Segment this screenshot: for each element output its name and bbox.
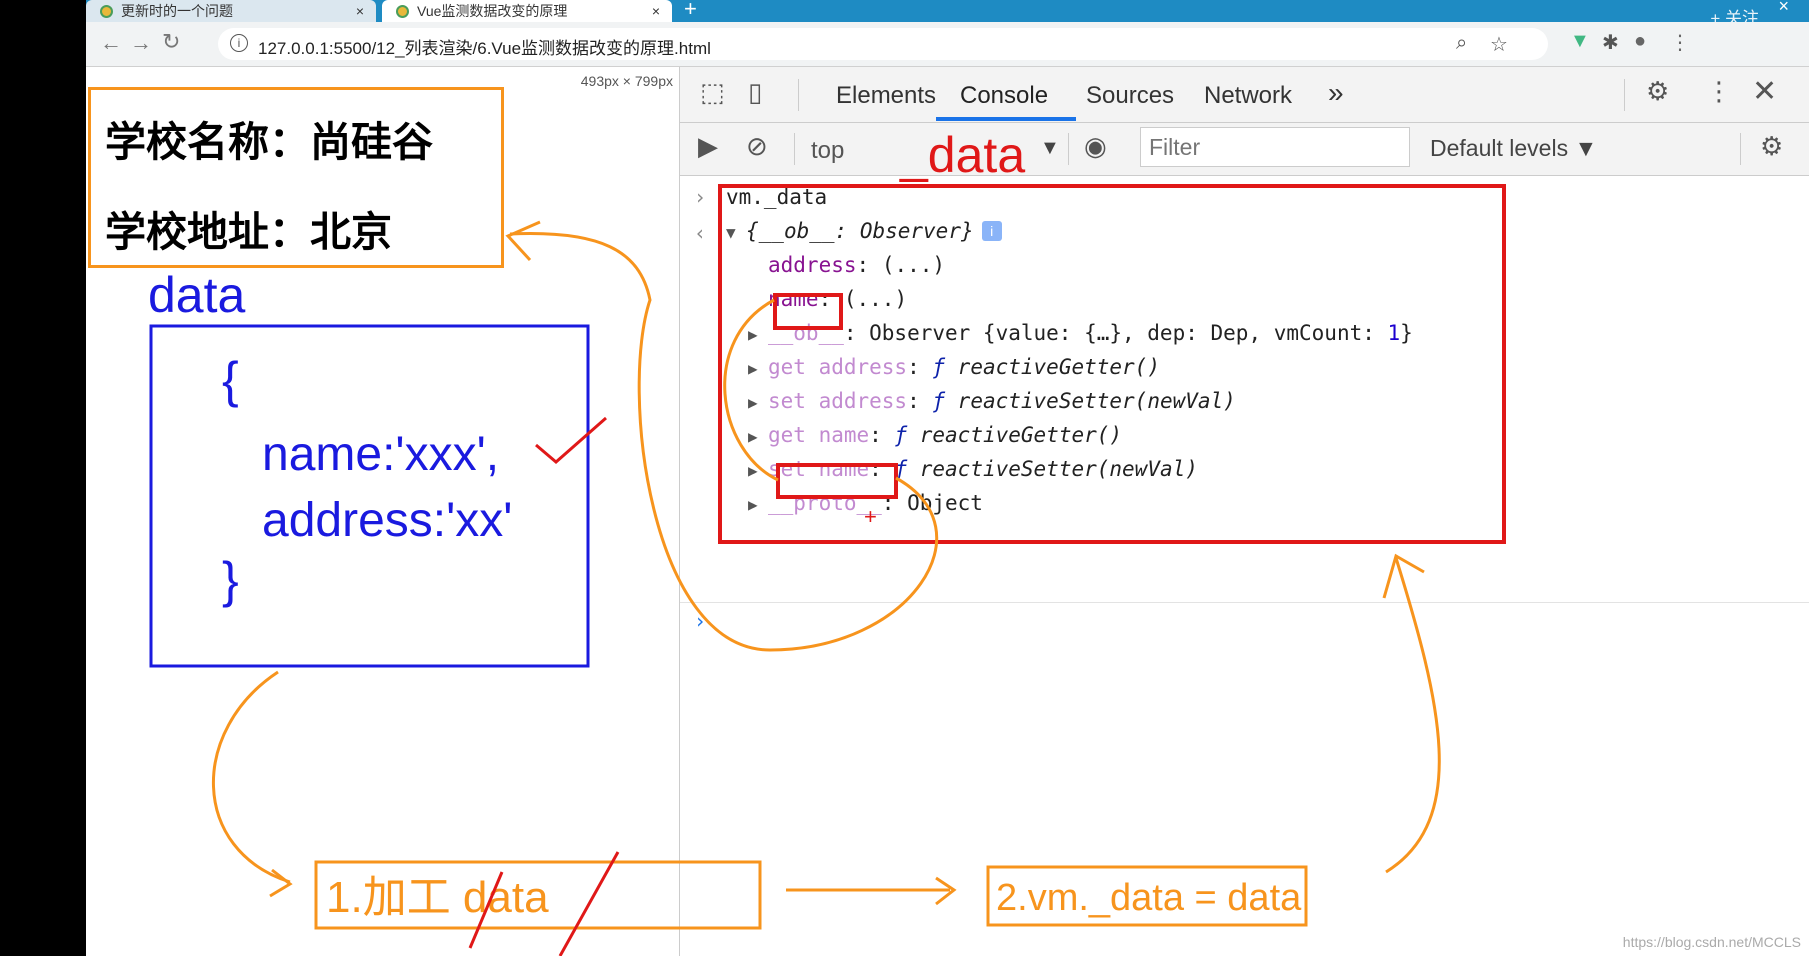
vue-favicon-icon: [396, 4, 409, 18]
active-tab-indicator: [936, 117, 1076, 121]
accessor-get-name[interactable]: ▶get name: ƒ reactiveGetter(): [748, 423, 1123, 447]
more-tabs-icon[interactable]: »: [1328, 77, 1344, 108]
expand-triangle-icon[interactable]: ▶: [748, 495, 758, 514]
new-tab-button[interactable]: +: [684, 0, 697, 21]
url-text: 127.0.0.1:5500/12_列表渲染/6.Vue监测数据改变的原理.ht…: [258, 39, 711, 58]
console-output: › vm._data ‹ ▼{__ob__: Observer}i addres…: [680, 177, 1809, 633]
expand-triangle-icon[interactable]: ▶: [748, 427, 758, 446]
separator: [798, 79, 799, 111]
expand-triangle-icon[interactable]: ▶: [748, 461, 758, 480]
devtools-panel: ⬚ ▯ Elements Console Sources Network » ⚙…: [680, 67, 1809, 956]
tab-update-problem[interactable]: 更新时的一个问题 ×: [86, 0, 376, 22]
tab-vue-observe[interactable]: Vue监测数据改变的原理 ×: [382, 0, 672, 22]
viewport-size-readout: 493px × 799px: [580, 73, 673, 89]
device-toolbar-icon[interactable]: ▯: [748, 77, 763, 107]
forward-arrow-icon[interactable]: →: [130, 30, 152, 55]
extensions-puzzle-icon[interactable]: ✱: [1602, 32, 1619, 54]
watermark: https://blog.csdn.net/MCCLS: [1622, 934, 1801, 950]
expand-triangle-icon[interactable]: ▶: [748, 325, 758, 344]
separator: [1624, 79, 1625, 111]
prop-address[interactable]: address: (...): [768, 253, 946, 277]
devtools-tabbar: ⬚ ▯ Elements Console Sources Network » ⚙…: [680, 67, 1809, 123]
expand-triangle-icon[interactable]: ▼: [726, 223, 736, 242]
clear-console-icon[interactable]: ⊘: [746, 131, 768, 161]
tab-label: Vue监测数据改变的原理: [417, 3, 568, 19]
bookmark-star-icon[interactable]: ☆: [1490, 34, 1508, 56]
settings-gear-icon[interactable]: ⚙: [1646, 76, 1670, 106]
window-close-icon[interactable]: ×: [1778, 0, 1789, 16]
vue-favicon-icon: [100, 4, 113, 18]
log-levels-dropdown[interactable]: Default levels ▼: [1430, 135, 1598, 161]
object-summary[interactable]: ▼{__ob__: Observer}i: [726, 219, 1002, 243]
close-tab-icon[interactable]: ×: [355, 3, 364, 19]
school-info-box: 学校名称：尚硅谷 学校地址：北京: [88, 87, 504, 268]
console-input-line: vm._data: [726, 185, 828, 209]
browser-menu-icon[interactable]: ⋮: [1670, 32, 1690, 54]
prop-name[interactable]: name: (...): [768, 287, 908, 311]
screen: 更新时的一个问题 × Vue监测数据改变的原理 × + + 关注 × ← → ↻…: [86, 0, 1809, 956]
kebab-menu-icon[interactable]: ⋮: [1706, 76, 1732, 106]
sidebar-toggle-icon[interactable]: ▶: [698, 131, 718, 161]
result-arrow-icon: ‹: [694, 221, 707, 245]
profile-avatar-icon[interactable]: ●: [1634, 30, 1647, 52]
tab-network[interactable]: Network: [1204, 82, 1293, 109]
console-divider: [680, 602, 1809, 603]
tab-strip: 更新时的一个问题 × Vue监测数据改变的原理 × + + 关注 ×: [86, 0, 1809, 28]
console-settings-gear-icon[interactable]: ⚙: [1760, 131, 1784, 161]
browser-toolbar: ← → ↻ i 127.0.0.1:5500/12_列表渲染/6.Vue监测数据…: [86, 22, 1809, 67]
context-selector[interactable]: top: [811, 137, 845, 164]
tab-elements[interactable]: Elements: [836, 82, 937, 109]
expand-triangle-icon[interactable]: ▶: [748, 359, 758, 378]
expand-triangle-icon[interactable]: ▶: [748, 393, 758, 412]
reload-icon[interactable]: ↻: [162, 29, 181, 54]
vue-devtools-extension-icon[interactable]: ▼: [1570, 30, 1590, 52]
tab-console[interactable]: Console: [960, 82, 1049, 109]
accessor-set-name[interactable]: ▶set name: ƒ reactiveSetter(newVal): [748, 457, 1198, 481]
back-arrow-icon[interactable]: ←: [100, 30, 122, 55]
live-expression-eye-icon[interactable]: ◉: [1084, 131, 1107, 161]
prop-ob[interactable]: ▶__ob__: Observer {value: {…}, dep: Dep,…: [748, 321, 1413, 345]
address-bar[interactable]: i 127.0.0.1:5500/12_列表渲染/6.Vue监测数据改变的原理.…: [218, 28, 1548, 60]
context-dropdown-arrow-icon[interactable]: ▼: [1040, 137, 1060, 159]
accessor-set-address[interactable]: ▶set address: ƒ reactiveSetter(newVal): [748, 389, 1236, 413]
tab-sources[interactable]: Sources: [1086, 82, 1175, 109]
console-toolbar: ▶ ⊘ top ▼ ◉ Default levels ▼ ⚙: [680, 123, 1809, 176]
separator: [1740, 133, 1741, 165]
site-info-icon[interactable]: i: [230, 34, 248, 52]
school-address: 学校地址：北京: [105, 209, 392, 255]
close-tab-icon[interactable]: ×: [651, 3, 660, 19]
separator: [1068, 133, 1069, 165]
info-badge-icon[interactable]: i: [981, 221, 1002, 241]
tab-label: 更新时的一个问题: [121, 3, 233, 19]
page-viewport: 493px × 799px 学校名称：尚硅谷 学校地址：北京: [86, 67, 680, 956]
separator: [794, 133, 795, 165]
input-prompt-icon: ›: [694, 185, 707, 209]
prop-proto[interactable]: ▶__proto__: Object: [748, 491, 983, 515]
accessor-get-address[interactable]: ▶get address: ƒ reactiveGetter(): [748, 355, 1160, 379]
console-filter-input[interactable]: [1140, 127, 1410, 167]
console-prompt-icon[interactable]: ›: [694, 609, 707, 633]
inspect-element-icon[interactable]: ⬚: [700, 77, 725, 107]
zoom-icon[interactable]: ⌕: [1456, 32, 1468, 54]
school-name: 学校名称：尚硅谷: [105, 119, 433, 165]
close-devtools-icon[interactable]: ✕: [1752, 75, 1778, 108]
